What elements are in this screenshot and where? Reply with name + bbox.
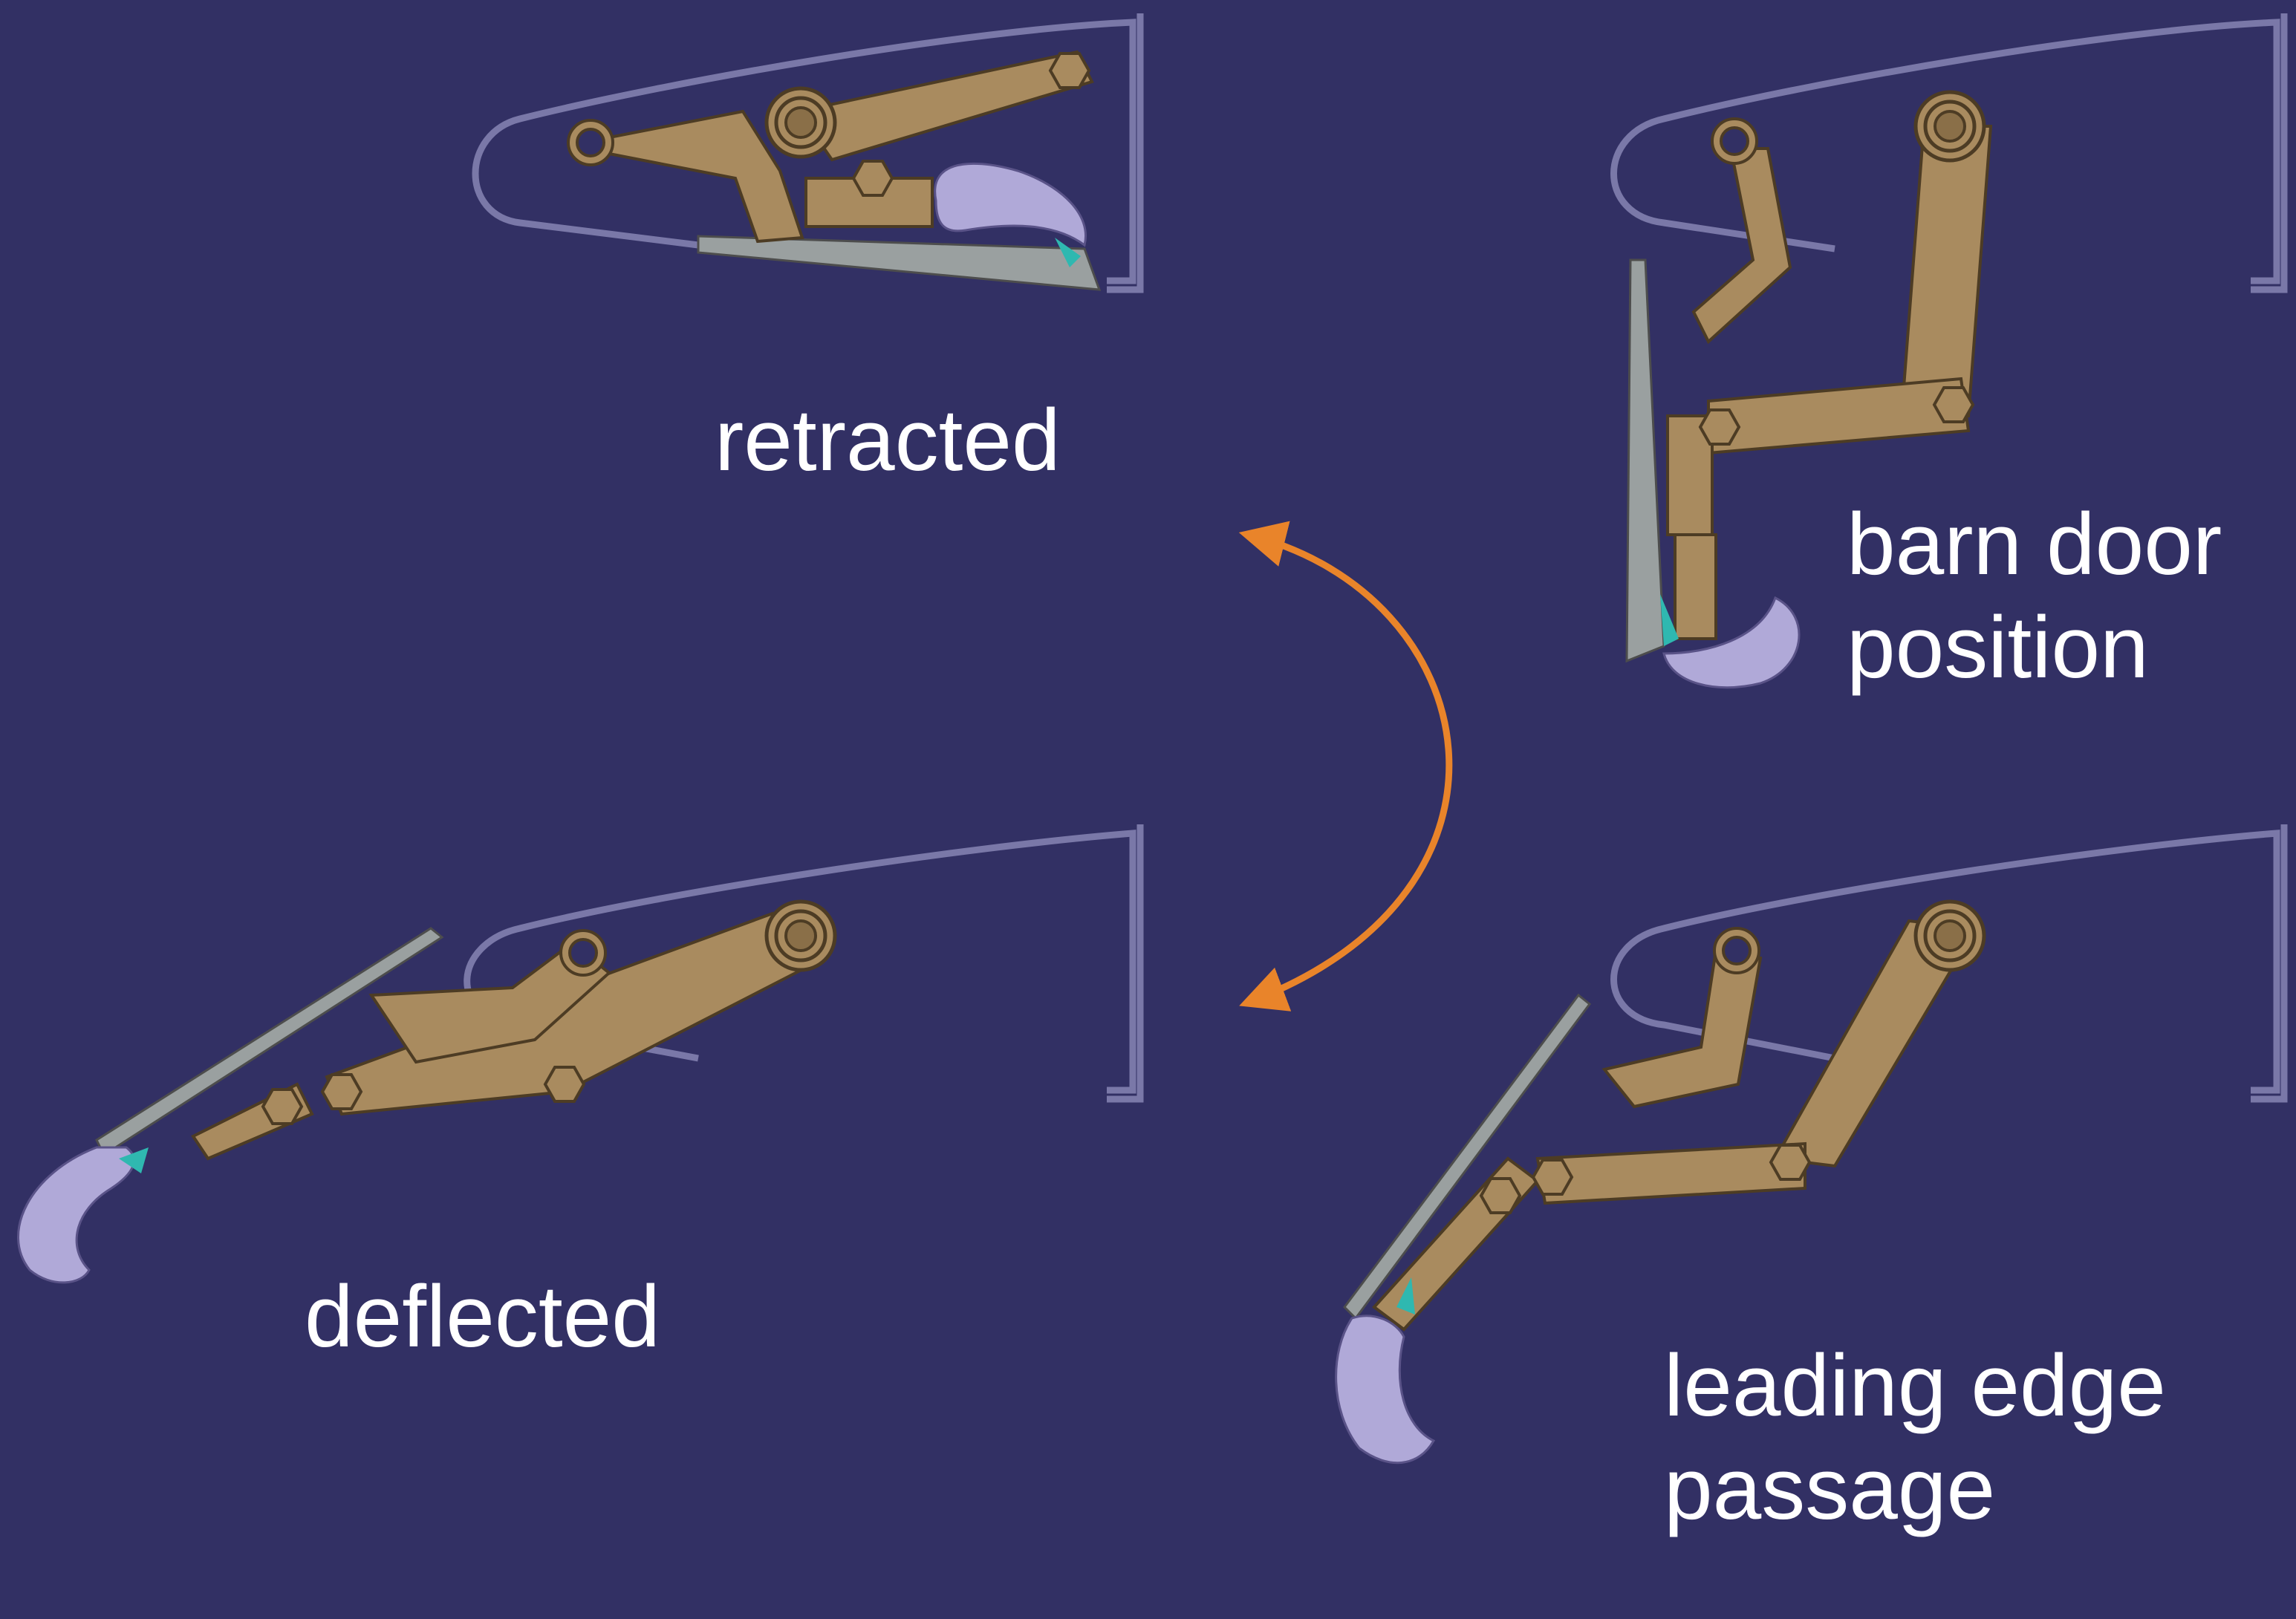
link-leading-edge [1601,948,1763,1109]
retracted-mechanism [472,13,1144,293]
link-retracted [587,109,804,244]
panel-leading-edge [1343,993,1592,1320]
panel-barn-door [1625,258,1665,663]
wing-outline-barn-door [1610,13,2288,293]
panel-retracted [697,235,1102,291]
wing-outline-leading-edge [1610,824,2288,1103]
deflected-mechanism [17,824,1144,1284]
label-barn-door-line2: position [1847,599,2149,697]
arm-leading-edge-lower [1535,1141,1806,1205]
barn-door-mechanism [1610,13,2288,689]
label-retracted: retracted [715,391,1061,489]
curved-double-arrow-icon [1238,521,1453,1012]
arm-retracted [796,50,1094,162]
label-leading-edge-line1: leading edge [1664,1337,2166,1435]
label-deflected: deflected [305,1268,660,1366]
link-barn-door [1691,147,1792,345]
label-barn-door-position: barn door position [1847,493,2222,700]
flap-deflected [17,1146,135,1284]
link-deflected [368,941,612,1064]
flap-barn-door [1662,596,1801,689]
label-leading-edge-line2: passage [1664,1440,1996,1539]
wing-outline-retracted [472,13,1144,293]
label-barn-door-line1: barn door [1847,495,2222,593]
label-leading-edge-passage: leading edge passage [1664,1335,2166,1541]
arm-barn-door-lower [1707,377,1971,455]
arm-barn-door-upper [1899,125,1993,417]
flap-retracted [934,162,1087,247]
flap-leading-edge [1335,1315,1436,1465]
leading-edge-passage-mechanism [1335,824,2288,1465]
